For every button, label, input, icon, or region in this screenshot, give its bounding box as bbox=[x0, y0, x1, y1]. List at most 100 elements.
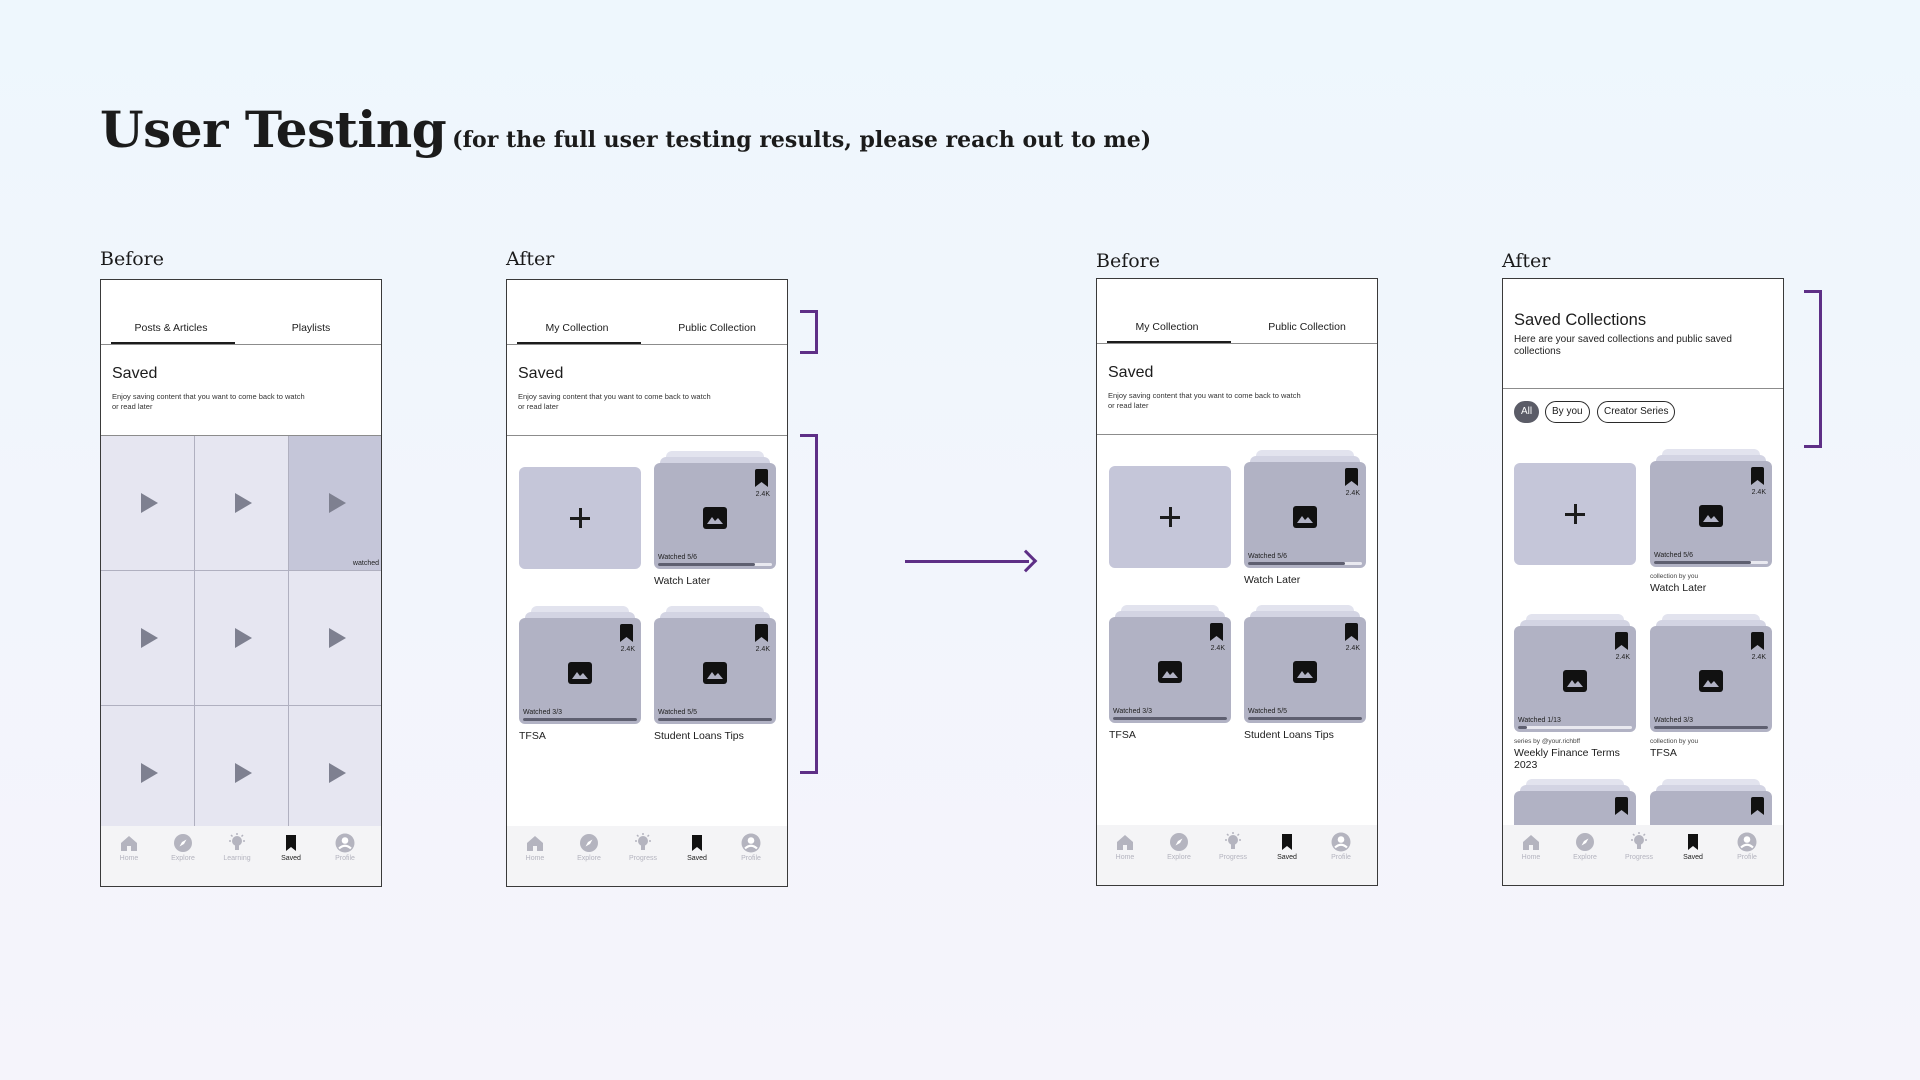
bookmark-icon[interactable] bbox=[755, 469, 768, 487]
video-thumbnail-watched[interactable]: watched bbox=[289, 436, 381, 571]
collection-cover: 2.4K Watched 3/3 bbox=[1109, 617, 1231, 723]
image-icon bbox=[703, 662, 727, 684]
bookmark-icon[interactable] bbox=[1751, 797, 1764, 815]
bookmark-icon[interactable] bbox=[1751, 467, 1764, 485]
tab-my-collection[interactable]: My Collection bbox=[545, 322, 609, 334]
video-thumbnail[interactable] bbox=[289, 571, 381, 706]
page-title: User Testing bbox=[100, 100, 447, 159]
video-thumbnail[interactable] bbox=[101, 571, 195, 706]
plus-icon bbox=[1160, 507, 1180, 527]
collection-name: Weekly Finance Terms 2023 bbox=[1514, 747, 1620, 771]
nav-home[interactable]: Home bbox=[1098, 831, 1152, 861]
nav-label: Profile bbox=[1331, 854, 1351, 861]
lightbulb-icon bbox=[229, 833, 245, 850]
progress-fill bbox=[658, 718, 772, 721]
filter-chip-by-you[interactable]: By you bbox=[1545, 401, 1590, 423]
nav-progress[interactable]: Progress bbox=[1206, 831, 1260, 861]
save-count: 2.4K bbox=[1751, 654, 1766, 661]
nav-profile[interactable]: Profile bbox=[1720, 831, 1774, 861]
video-thumbnail[interactable] bbox=[101, 706, 195, 841]
nav-label: Home bbox=[1115, 854, 1135, 861]
bookmark-icon[interactable] bbox=[755, 624, 768, 642]
card-stack-middle bbox=[660, 457, 770, 467]
card-stack-middle bbox=[1656, 620, 1766, 630]
video-thumbnail[interactable] bbox=[195, 436, 289, 571]
nav-saved[interactable]: Saved bbox=[1260, 831, 1314, 861]
lightbulb-icon bbox=[1631, 832, 1647, 849]
collection-card[interactable]: 2.4K Watched 3/3 bbox=[519, 606, 641, 724]
filter-chip-creator-series[interactable]: Creator Series bbox=[1597, 401, 1676, 423]
nav-label: Home bbox=[1521, 854, 1541, 861]
card-stack-back bbox=[1662, 614, 1760, 624]
watched-tag: watched bbox=[352, 560, 379, 567]
collection-cover: 2.4K Watched 5/6 bbox=[1650, 461, 1772, 567]
collection-card[interactable]: 2.4K Watched 3/3 bbox=[1650, 614, 1772, 732]
profile-icon bbox=[741, 833, 761, 853]
nav-explore[interactable]: Explore bbox=[1558, 831, 1612, 861]
nav-label: Home bbox=[119, 855, 139, 862]
profile-icon bbox=[335, 833, 355, 853]
nav-profile[interactable]: Profile bbox=[724, 832, 778, 862]
add-collection-button[interactable] bbox=[519, 467, 641, 569]
tab-my-collection[interactable]: My Collection bbox=[1135, 321, 1199, 333]
collection-card[interactable]: 2.4K Watched 3/3 bbox=[1109, 605, 1231, 723]
collection-card[interactable]: 2.4K Watched 5/5 bbox=[1244, 605, 1366, 723]
nav-saved[interactable]: Saved bbox=[264, 832, 318, 862]
save-count: 2.4K bbox=[1345, 645, 1360, 652]
nav-saved[interactable]: Saved bbox=[1666, 831, 1720, 861]
nav-label: Explore bbox=[577, 855, 601, 862]
bookmark-icon[interactable] bbox=[1210, 623, 1223, 641]
nav-label: Profile bbox=[1737, 854, 1757, 861]
collection-card[interactable]: 2.4K Watched 5/6 bbox=[654, 451, 776, 569]
progress-bar bbox=[1113, 717, 1227, 720]
phone-before-1: Posts & Articles Playlists Saved Enjoy s… bbox=[100, 279, 382, 887]
add-collection-button[interactable] bbox=[1109, 466, 1231, 568]
video-thumbnail[interactable] bbox=[289, 706, 381, 841]
progress-fill bbox=[523, 718, 637, 721]
card-stack-back bbox=[1662, 779, 1760, 789]
bookmark-icon[interactable] bbox=[1615, 797, 1628, 815]
nav-home[interactable]: Home bbox=[1504, 831, 1558, 861]
bookmark-icon[interactable] bbox=[1751, 632, 1764, 650]
card-stack-back bbox=[1256, 450, 1354, 460]
nav-profile[interactable]: Profile bbox=[318, 832, 372, 862]
play-icon bbox=[328, 628, 346, 648]
nav-progress[interactable]: Progress bbox=[1612, 831, 1666, 861]
collection-card[interactable]: 2.4K Watched 5/6 bbox=[1244, 450, 1366, 568]
nav-explore[interactable]: Explore bbox=[562, 832, 616, 862]
saved-title: Saved bbox=[112, 365, 158, 382]
bookmark-icon[interactable] bbox=[1345, 623, 1358, 641]
nav-saved[interactable]: Saved bbox=[670, 832, 724, 862]
card-stack-middle bbox=[1115, 611, 1225, 621]
video-thumbnail[interactable] bbox=[101, 436, 195, 571]
nav-progress[interactable]: Progress bbox=[616, 832, 670, 862]
bookmark-icon[interactable] bbox=[620, 624, 633, 642]
collection-card[interactable]: 2.4K Watched 5/5 bbox=[654, 606, 776, 724]
bottom-nav: Home Explore Progress Saved Profile bbox=[507, 826, 787, 886]
image-icon bbox=[703, 507, 727, 529]
bookmark-icon[interactable] bbox=[1615, 632, 1628, 650]
nav-home[interactable]: Home bbox=[508, 832, 562, 862]
tab-posts-articles[interactable]: Posts & Articles bbox=[134, 322, 208, 334]
nav-explore[interactable]: Explore bbox=[156, 832, 210, 862]
collection-cover: 2.4K Watched 3/3 bbox=[519, 618, 641, 724]
nav-learning[interactable]: Learning bbox=[210, 832, 264, 862]
tab-public-collection[interactable]: Public Collection bbox=[1268, 321, 1346, 333]
bookmark-icon[interactable] bbox=[1345, 468, 1358, 486]
video-thumbnail[interactable] bbox=[195, 706, 289, 841]
tab-playlists[interactable]: Playlists bbox=[291, 322, 331, 334]
progress-bar bbox=[523, 718, 637, 721]
play-icon bbox=[234, 628, 252, 648]
collection-card[interactable]: 2.4K Watched 1/13 bbox=[1514, 614, 1636, 732]
tab-public-collection[interactable]: Public Collection bbox=[678, 322, 756, 334]
nav-profile[interactable]: Profile bbox=[1314, 831, 1368, 861]
nav-home[interactable]: Home bbox=[102, 832, 156, 862]
video-thumbnail[interactable] bbox=[195, 571, 289, 706]
collection-card[interactable]: 2.4K Watched 5/6 bbox=[1650, 449, 1772, 567]
nav-explore[interactable]: Explore bbox=[1152, 831, 1206, 861]
filter-chip-all[interactable]: All bbox=[1514, 401, 1540, 423]
image-icon bbox=[1293, 506, 1317, 528]
collection-cover: 2.4K Watched 1/13 bbox=[1514, 626, 1636, 732]
add-collection-button[interactable] bbox=[1514, 463, 1636, 565]
nav-label: Explore bbox=[1167, 854, 1191, 861]
